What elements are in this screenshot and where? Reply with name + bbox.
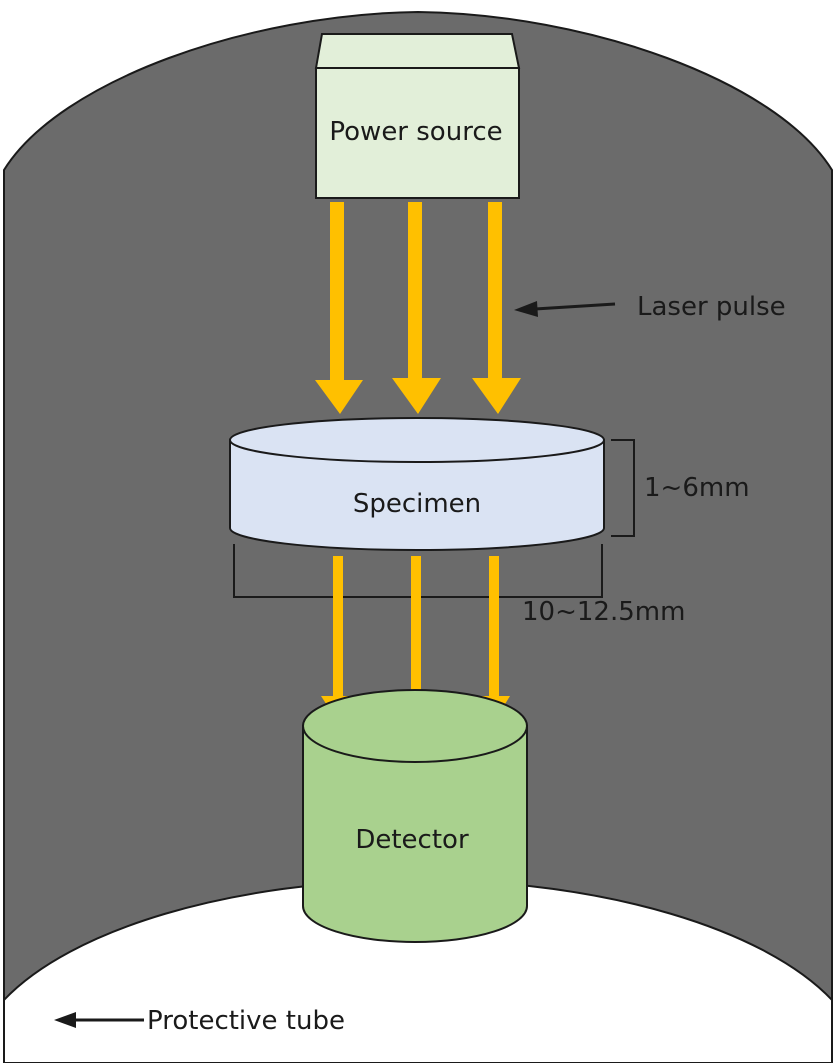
detector-label: Detector — [355, 825, 469, 855]
detector-body — [302, 725, 528, 943]
thickness-bracket — [611, 439, 635, 537]
laser-pulse-pointer-line — [534, 302, 616, 311]
specimen: Specimen — [229, 417, 605, 551]
laser-beams-lower — [321, 556, 510, 722]
power-source: Power source — [314, 33, 521, 199]
laser-beams-upper — [315, 202, 521, 414]
laser-arrow-upper-left — [315, 202, 363, 414]
protective-tube-callout: Protective tube — [54, 1006, 345, 1036]
laser-arrow-upper-right — [472, 202, 521, 414]
specimen-top — [229, 417, 605, 463]
laser-arrow-lower-left — [321, 556, 354, 722]
power-source-label: Power source — [329, 117, 502, 147]
power-source-top — [314, 33, 521, 69]
laser-arrow-lower-middle — [399, 556, 432, 722]
laser-arrow-lower-right — [477, 556, 510, 722]
thickness-dimension: 1~6mm — [611, 439, 750, 537]
laser-arrow-upper-middle — [392, 202, 441, 414]
laser-pulse-label: Laser pulse — [637, 292, 786, 322]
specimen-label: Specimen — [353, 489, 481, 519]
laser-pulse-arrowhead — [514, 301, 538, 317]
detector: Detector — [302, 689, 528, 943]
specimen-side — [229, 439, 605, 551]
protective-tube-label: Protective tube — [147, 1006, 345, 1036]
protective-tube-arrowhead — [54, 1012, 76, 1028]
power-source-front — [315, 67, 520, 199]
laser-pulse-callout: Laser pulse — [514, 292, 786, 322]
detector-top — [302, 689, 528, 763]
thickness-label: 1~6mm — [644, 473, 750, 503]
diameter-label: 10~12.5mm — [522, 597, 685, 627]
